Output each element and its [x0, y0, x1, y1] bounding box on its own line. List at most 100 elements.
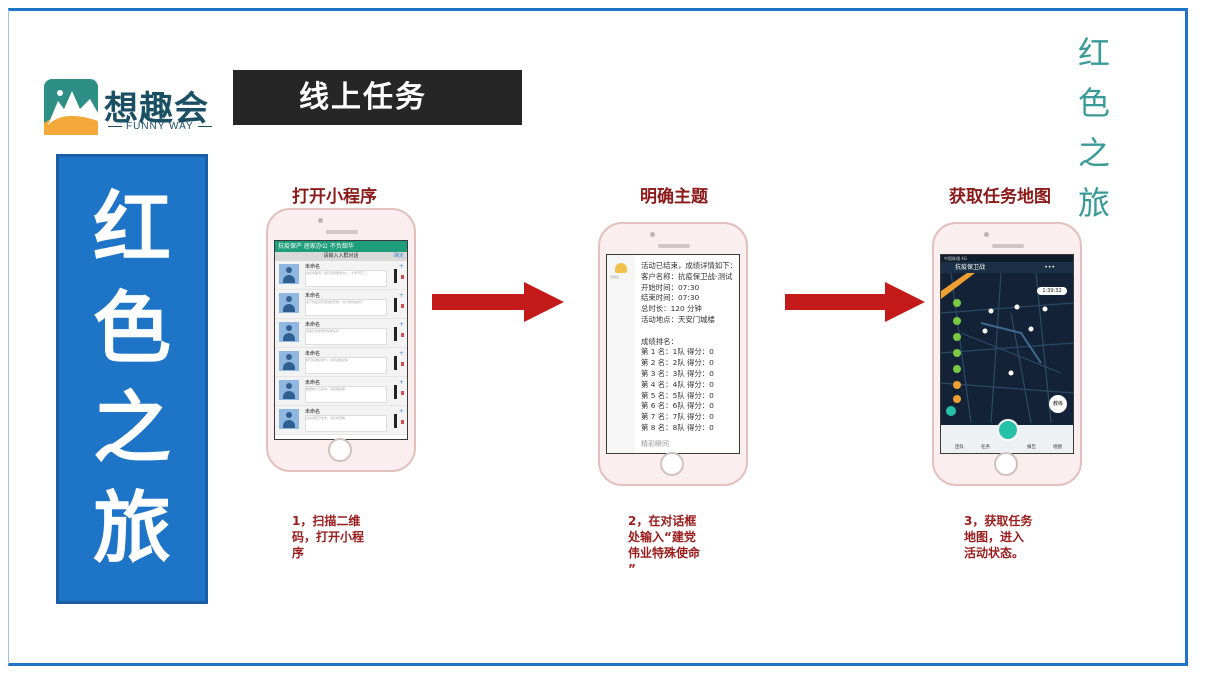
- scroll-handle: [394, 327, 397, 341]
- result-line: 活动已结束，成绩详情如下：: [641, 261, 738, 270]
- plus-icon[interactable]: +: [398, 263, 404, 270]
- message-sidebar: 想趣会: [607, 255, 635, 453]
- camera-dot: [650, 232, 655, 237]
- nav-map[interactable]: 地图: [1053, 445, 1062, 450]
- map-title-bar: 抗疫保卫战 •••: [941, 262, 1073, 273]
- scroll-handle: [394, 298, 397, 312]
- stamp-line-2: 之 旅: [1078, 134, 1127, 222]
- note-line: 2，在对话框: [628, 514, 697, 528]
- note-line: 3，获取任务: [964, 514, 1033, 528]
- confirm-link[interactable]: 确定: [393, 253, 404, 259]
- list-item[interactable]: 未命名关于抗疫宣传活动的安排，请大家积极参与 +: [275, 290, 407, 319]
- delete-icon[interactable]: [401, 333, 404, 337]
- status-bar: 中国联通 4G: [941, 255, 1073, 262]
- note-line: 码，打开小程: [292, 530, 365, 544]
- arrow-right-icon: [785, 282, 925, 322]
- list-item[interactable]: 未命名活动通知已发布，请及时查看 +: [275, 406, 407, 435]
- phone-1: 抗疫保产 居家办公 不负韶华 请输入入群对话 确定 未命名在疫情期间，我们坚持居…: [266, 208, 416, 472]
- result-line: 活动地点：天安门城楼: [641, 314, 715, 324]
- result-line: 第 1 名：1队 得分：0: [641, 347, 714, 357]
- chat-input-bar[interactable]: 请输入入群对话 确定: [275, 252, 407, 261]
- step-2-note: 2，在对话框 处输入“建党 伟业特殊使命 ”: [628, 513, 700, 577]
- map-title: 抗疫保卫战: [955, 264, 986, 271]
- item-name: 未命名: [305, 409, 321, 415]
- list-item[interactable]: 未命名我们将继续努力，共同战胜疫情 +: [275, 348, 407, 377]
- result-line: 第 2 名：2队 得分：0: [641, 358, 714, 368]
- note-line: 伟业特殊使命: [628, 546, 701, 560]
- note-line: 处输入“建党: [628, 530, 696, 544]
- speaker: [658, 244, 690, 248]
- slide-frame: [8, 8, 1188, 666]
- timer-badge: 1:39:32: [1037, 287, 1067, 295]
- delete-icon[interactable]: [401, 362, 404, 366]
- plus-icon[interactable]: +: [398, 292, 404, 299]
- avatar: [279, 322, 299, 342]
- arrow-right-icon: [432, 282, 564, 322]
- sender-label: 想趣会: [610, 275, 620, 279]
- result-line: 第 5 名：5队 得分：0: [641, 390, 714, 400]
- plus-icon[interactable]: +: [398, 379, 404, 386]
- camera-dot: [318, 218, 323, 223]
- plus-icon[interactable]: +: [398, 408, 404, 415]
- list-item[interactable]: 未命名在疫情期间，我们坚持居家办公，大家辛苦了！+: [275, 261, 407, 290]
- delete-icon[interactable]: [401, 275, 404, 279]
- item-name: 未命名: [305, 293, 321, 299]
- note-line: 1，扫描二维: [292, 514, 361, 528]
- chat-input-placeholder: 请输入入群对话: [323, 253, 359, 259]
- screen-chat-list: 抗疫保产 居家办公 不负韶华 请输入入群对话 确定 未命名在疫情期间，我们坚持居…: [274, 240, 408, 440]
- plus-icon[interactable]: +: [398, 321, 404, 328]
- avatar: [279, 380, 299, 400]
- note-line: 地图，进入: [964, 530, 1025, 544]
- logo: 想趣会 FUNNY WAY: [44, 79, 224, 135]
- step-3-note: 3，获取任务 地图，进入 活动状态。: [964, 513, 1032, 561]
- item-message: 数据统计已完成，请查看结果: [305, 386, 387, 403]
- result-line: 总时长：120 分钟: [641, 304, 702, 314]
- result-line: 第 3 名：3队 得分：0: [641, 368, 714, 378]
- vertical-char: 红: [92, 184, 171, 274]
- scroll-handle: [394, 269, 397, 283]
- nav-team[interactable]: 团队: [955, 445, 964, 450]
- item-name: 未命名: [305, 351, 321, 357]
- more-icon[interactable]: •••: [1044, 264, 1055, 271]
- item-message: 请各位同学按时完成任务: [305, 328, 387, 345]
- step-2-title: 明确主题: [640, 187, 708, 207]
- delete-icon[interactable]: [401, 420, 404, 424]
- avatar: [279, 293, 299, 313]
- vertical-title-box: 红 色 之 旅: [56, 154, 208, 604]
- item-message: 活动通知已发布，请及时查看: [305, 415, 387, 432]
- delete-icon[interactable]: [401, 304, 404, 308]
- nav-report[interactable]: 报告: [1027, 445, 1036, 450]
- result-line: 第 6 名：6队 得分：0: [641, 401, 714, 411]
- camera-icon[interactable]: [997, 419, 1019, 441]
- list-item[interactable]: 未命名数据统计已完成，请查看结果+: [275, 377, 407, 406]
- note-line: ”: [628, 562, 636, 576]
- scroll-handle: [394, 356, 397, 370]
- result-line: [641, 326, 739, 337]
- logo-mark-icon: [44, 79, 98, 135]
- result-line: 第 8 名：8队 得分：0: [641, 422, 714, 432]
- highlights-link[interactable]: 精彩瞬间: [641, 440, 669, 448]
- logo-subtitle: FUNNY WAY: [104, 121, 216, 132]
- phone-2: 想趣会 活动已结束，成绩详情如下： 客户名称：抗疫保卫战-测试 开始时间：07:…: [598, 222, 748, 486]
- result-line: 第 7 名：7队 得分：0: [641, 412, 714, 422]
- step-1-title: 打开小程序: [292, 187, 377, 207]
- step-1-note: 1，扫描二维 码，打开小程 序: [292, 513, 364, 561]
- screen-result-message: 想趣会 活动已结束，成绩详情如下： 客户名称：抗疫保卫战-测试 开始时间：07:…: [606, 254, 740, 454]
- step-3-title: 获取任务地图: [949, 187, 1051, 207]
- result-line: 客户名称：抗疫保卫战-测试: [641, 271, 733, 281]
- delete-icon[interactable]: [401, 391, 404, 395]
- result-line: 开始时间：07:30: [641, 282, 700, 292]
- note-line: 序: [292, 546, 305, 560]
- vertical-char: 之: [92, 384, 171, 474]
- home-button: [994, 452, 1018, 476]
- plus-icon[interactable]: +: [398, 350, 404, 357]
- screen-task-map: 中国联通 4G 抗疫保卫战 ••• 1:39:32 教练: [940, 254, 1074, 454]
- nav-task[interactable]: 任务: [981, 445, 990, 450]
- scroll-handle: [394, 385, 397, 399]
- home-button: [660, 452, 684, 476]
- item-message: 关于抗疫宣传活动的安排，请大家积极参与: [305, 299, 387, 316]
- page-title: 线上任务: [233, 70, 522, 125]
- list-item[interactable]: 未命名请各位同学按时完成任务+: [275, 319, 407, 348]
- item-message: 我们将继续努力，共同战胜疫情: [305, 357, 387, 374]
- coach-button[interactable]: 教练: [1049, 395, 1067, 413]
